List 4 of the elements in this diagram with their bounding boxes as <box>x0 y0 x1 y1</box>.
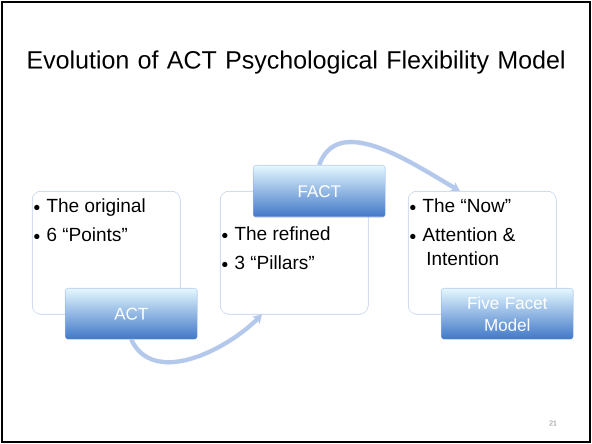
title: Evolution of ACT Psychological Flexibility Model <box>28 50 564 74</box>
label-box: ACT <box>65 288 198 340</box>
label-box: Five Facet Model <box>441 288 574 340</box>
label-box: FACT <box>253 165 386 218</box>
